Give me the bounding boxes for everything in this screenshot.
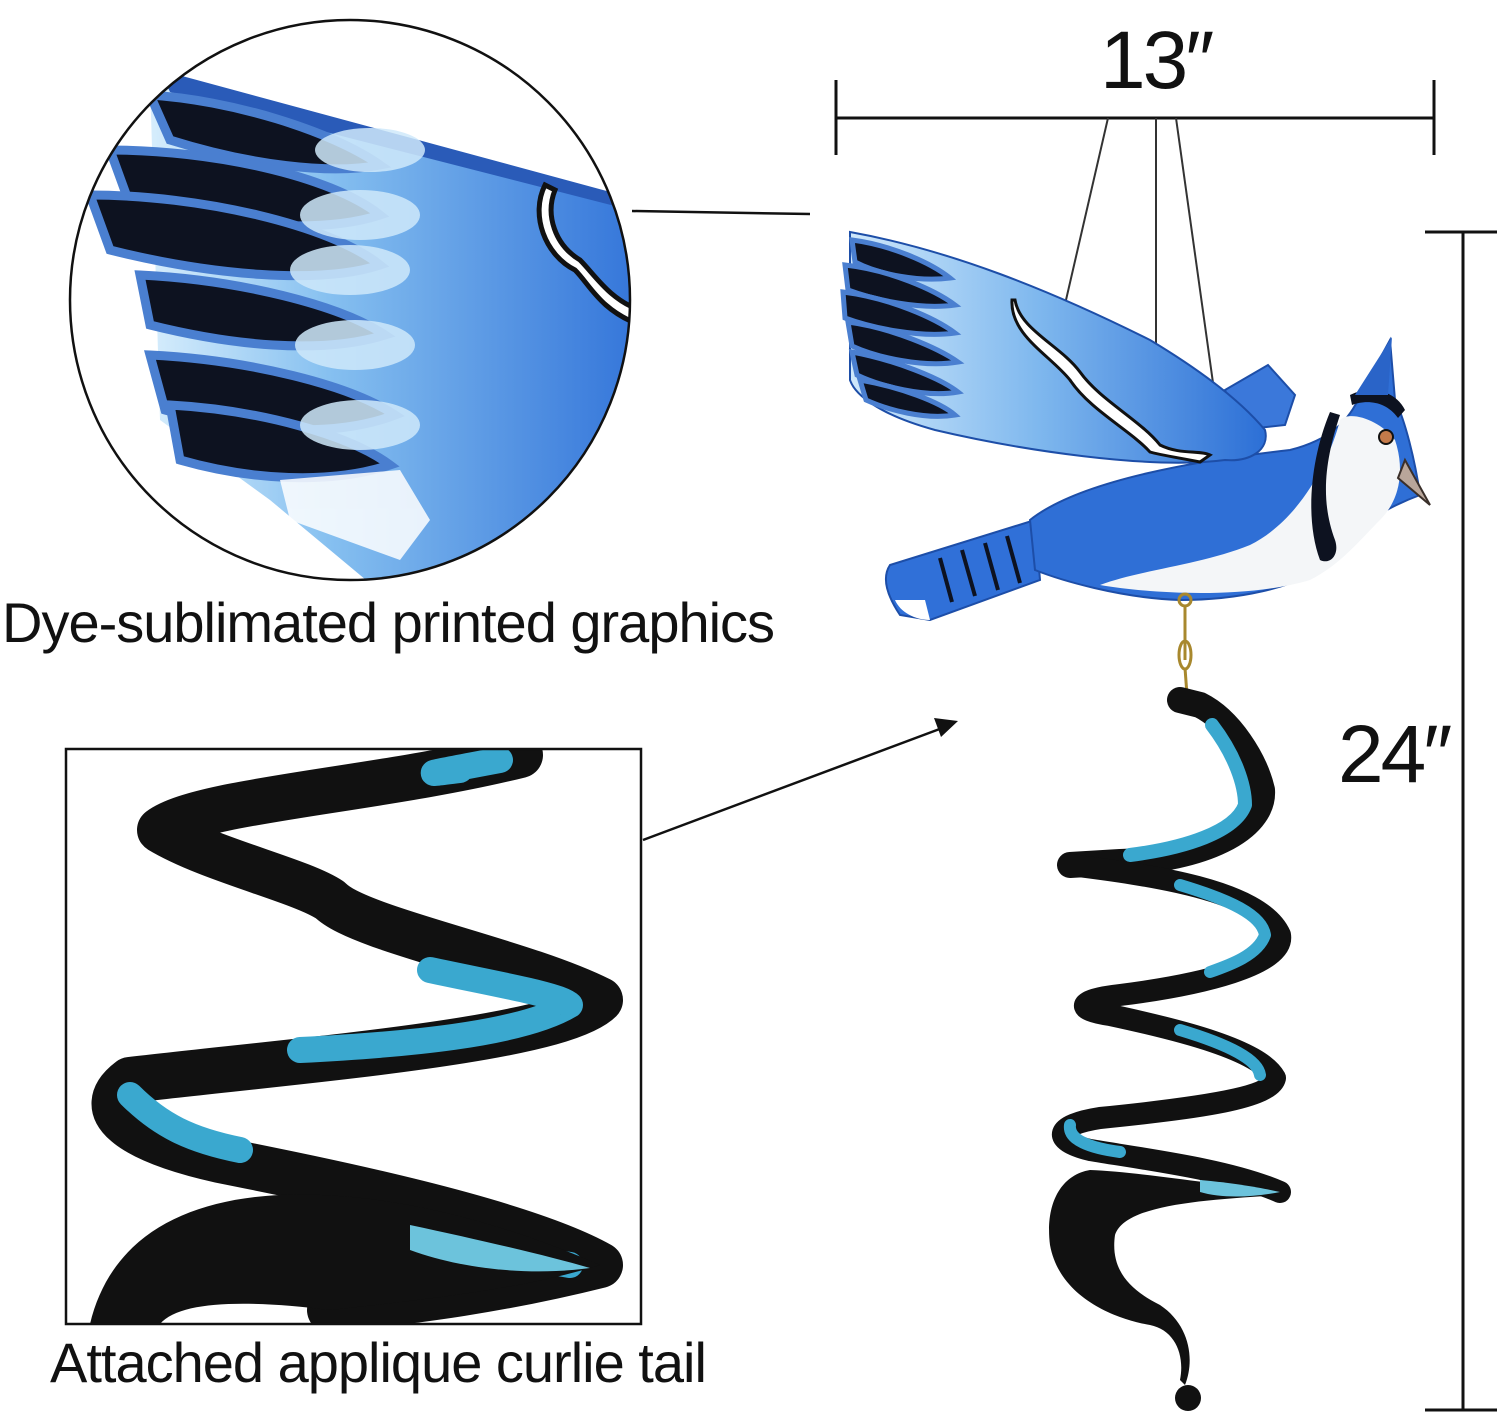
wing-detail-zoom — [68, 18, 811, 582]
blue-jay-bird — [840, 230, 1431, 696]
tail-detail-zoom — [64, 718, 958, 1326]
curlie-tail — [1049, 687, 1292, 1411]
hanging-strings — [1065, 117, 1215, 391]
graphics-callout-label: Dye-sublimated printed graphics — [2, 591, 775, 654]
height-dimension-label: 24″ — [1338, 709, 1452, 800]
width-dimension-label: 13″ — [1100, 15, 1214, 106]
tail-callout-label: Attached applique curlie tail — [50, 1331, 707, 1394]
width-dimension — [834, 80, 1436, 155]
height-dimension — [1425, 230, 1497, 1412]
